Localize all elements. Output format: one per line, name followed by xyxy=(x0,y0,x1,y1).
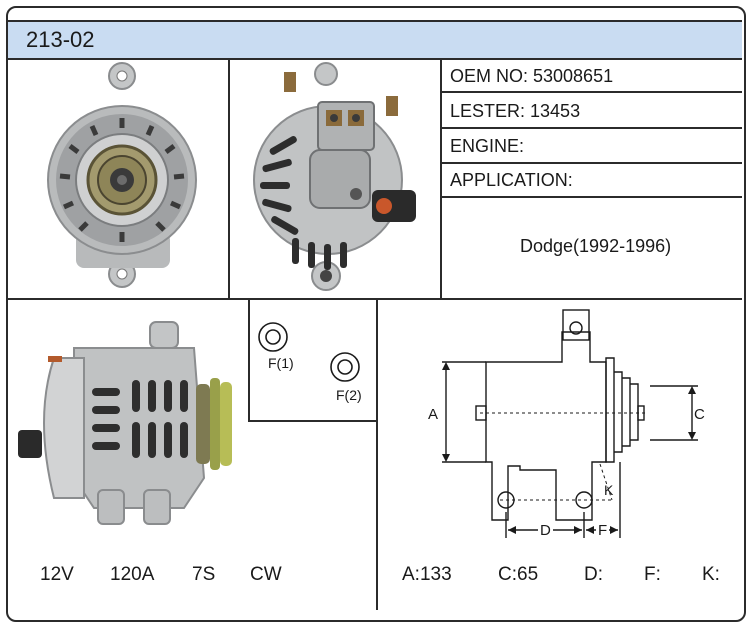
oem-number: OEM NO: 53008651 xyxy=(450,66,614,86)
dimension-a-label: A xyxy=(428,406,439,423)
divider-terminal-bottom xyxy=(248,420,376,422)
alternator-front-photo xyxy=(47,62,197,288)
rotation-rating: CW xyxy=(250,564,282,585)
divider-spec-4 xyxy=(442,196,742,198)
divider-spec-2 xyxy=(442,127,742,129)
dimension-f-value: F: xyxy=(644,564,661,585)
terminal-f2-icon xyxy=(330,352,360,382)
dimension-f-label: F xyxy=(596,522,610,539)
terminal-f1-icon xyxy=(258,322,288,352)
dimension-k-value: K: xyxy=(702,564,720,585)
dimension-c-value: C:65 xyxy=(498,564,539,585)
divider-photo-1 xyxy=(228,58,230,298)
divider-spec-1 xyxy=(442,91,742,93)
dimension-d-label: D xyxy=(538,522,553,539)
engine-label: ENGINE: xyxy=(450,136,525,156)
alternator-rear-photo xyxy=(253,62,416,291)
terminal-f2-label: F(2) xyxy=(336,387,362,403)
lester-number: LESTER: 13453 xyxy=(450,101,581,121)
dimension-drawing xyxy=(442,309,698,538)
application-label: APPLICATION: xyxy=(450,170,573,190)
dimension-c-label: C xyxy=(694,406,705,423)
terminal-f1-label: F(1) xyxy=(268,355,294,371)
application-vehicle: Dodge(1992-1996) xyxy=(520,236,672,256)
dimension-a-value: A:133 xyxy=(402,564,452,585)
divider-photo-2 xyxy=(440,58,442,298)
header-bar: 213-02 xyxy=(8,20,742,60)
voltage-rating: 12V xyxy=(40,564,74,585)
divider-horizontal-middle xyxy=(8,298,742,300)
pulley-rating: 7S xyxy=(192,564,216,585)
alternator-side-photo xyxy=(18,321,232,525)
divider-terminal-left xyxy=(248,300,250,420)
divider-spec-3 xyxy=(442,162,742,164)
part-number: 213-02 xyxy=(26,27,95,52)
divider-bottom-vertical xyxy=(376,300,378,610)
dimension-d-value: D: xyxy=(584,564,603,585)
dimension-k-label: K xyxy=(604,482,614,498)
amperage-rating: 120A xyxy=(110,564,155,585)
